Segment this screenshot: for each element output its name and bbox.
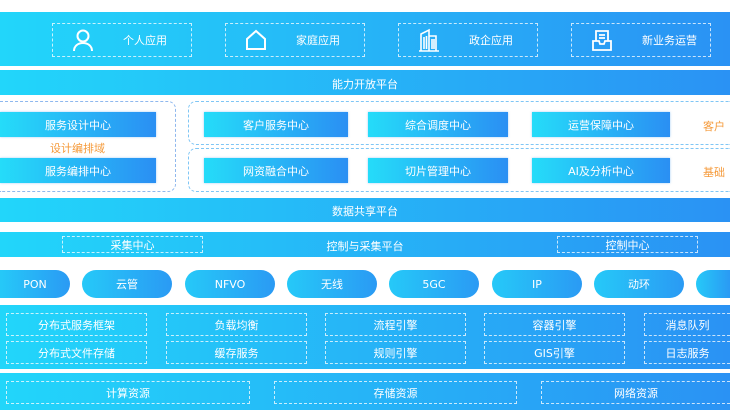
network-pon[interactable]: PON: [0, 270, 70, 298]
inbox-icon: [572, 28, 632, 52]
network-nfvo[interactable]: NFVO: [185, 270, 275, 298]
base-domain-label: 基础: [703, 166, 725, 179]
app-label: 个人应用: [123, 34, 167, 47]
person-icon: [53, 28, 113, 52]
network-cloud[interactable]: 云管: [82, 270, 172, 298]
app-family[interactable]: 家庭应用: [225, 23, 365, 57]
app-label: 政企应用: [469, 34, 513, 47]
customer-service-center[interactable]: 客户服务中心: [204, 112, 348, 137]
app-label: 新业务运营: [642, 34, 697, 47]
capability-platform-title: 能力开放平台: [332, 78, 398, 91]
customer-domain-group: [188, 101, 730, 145]
service-item[interactable]: 容器引擎: [484, 313, 625, 336]
network-ip[interactable]: IP: [492, 270, 582, 298]
app-label: 家庭应用: [296, 34, 340, 47]
network-resource-center[interactable]: 网资融合中心: [204, 158, 348, 183]
operations-assurance-center[interactable]: 运营保障中心: [532, 112, 670, 137]
compute-resource[interactable]: 计算资源: [6, 381, 250, 404]
dispatch-center[interactable]: 综合调度中心: [368, 112, 508, 137]
service-item[interactable]: 规则引擎: [325, 341, 466, 364]
app-enterprise[interactable]: 政企应用: [398, 23, 538, 57]
building-icon: [399, 28, 459, 52]
design-domain-group: [0, 101, 176, 192]
network-power-env[interactable]: 动环: [594, 270, 684, 298]
service-item[interactable]: 分布式文件存储: [6, 341, 147, 364]
ai-analytics-center[interactable]: AI及分析中心: [532, 158, 670, 183]
service-orchestration-center[interactable]: 服务编排中心: [0, 158, 156, 183]
storage-resource[interactable]: 存储资源: [274, 381, 517, 404]
data-platform-title: 数据共享平台: [332, 205, 398, 218]
capability-platform-band: [0, 70, 730, 95]
slice-management-center[interactable]: 切片管理中心: [368, 158, 508, 183]
service-item[interactable]: 日志服务: [644, 341, 730, 364]
service-item[interactable]: 缓存服务: [166, 341, 307, 364]
customer-domain-label: 客户: [703, 120, 725, 133]
house-icon: [226, 28, 286, 52]
network-resource[interactable]: 网络资源: [541, 381, 730, 404]
service-item[interactable]: 负载均衡: [166, 313, 307, 336]
design-domain-label: 设计编排域: [50, 142, 105, 155]
network-wireless[interactable]: 无线: [287, 270, 377, 298]
service-item[interactable]: 消息队列: [644, 313, 730, 336]
network-5gc[interactable]: 5GC: [389, 270, 479, 298]
base-domain-group: [188, 148, 730, 192]
control-center[interactable]: 控制中心: [557, 236, 698, 253]
network-more[interactable]: [696, 270, 730, 298]
collection-center[interactable]: 采集中心: [62, 236, 203, 253]
service-item[interactable]: GIS引擎: [484, 341, 625, 364]
app-new-business[interactable]: 新业务运营: [571, 23, 711, 57]
service-design-center[interactable]: 服务设计中心: [0, 112, 156, 137]
control-platform-title: 控制与采集平台: [326, 240, 404, 253]
data-platform-band: [0, 198, 730, 222]
service-item[interactable]: 流程引擎: [325, 313, 466, 336]
app-personal[interactable]: 个人应用: [52, 23, 192, 57]
services-band: [0, 305, 730, 369]
service-item[interactable]: 分布式服务框架: [6, 313, 147, 336]
